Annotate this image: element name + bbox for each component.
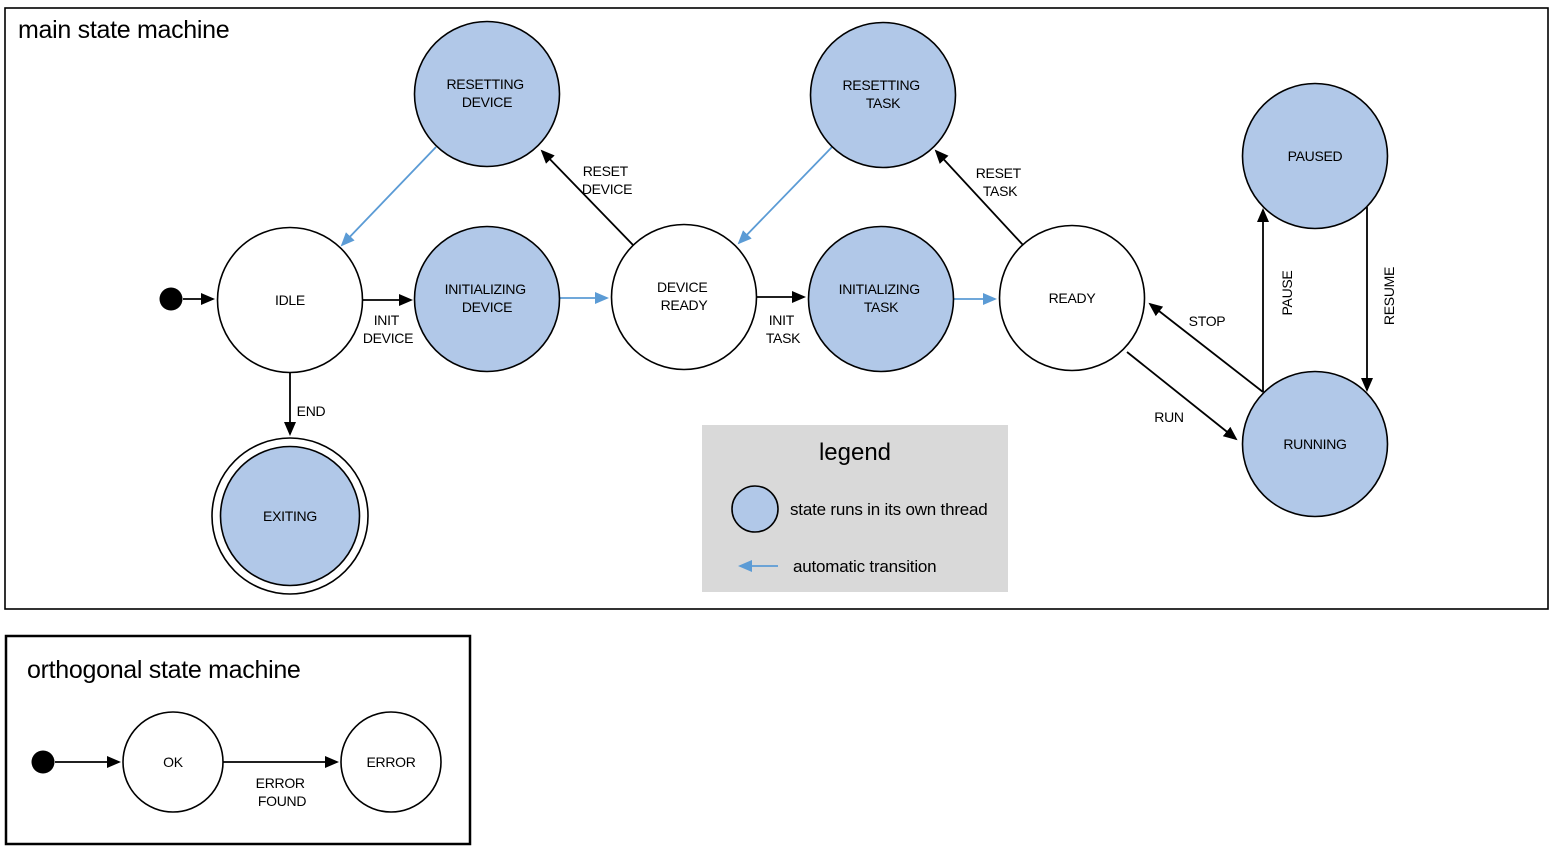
state-initializing-device-label: INITIALIZING DEVICE: [445, 281, 530, 315]
transition-reset-device-arrow: [540, 149, 635, 247]
state-resetting-device: RESETTING DEVICE: [413, 20, 561, 168]
state-exiting: EXITING: [211, 437, 369, 595]
state-error-label: ERROR: [366, 754, 415, 770]
state-running-label: RUNNING: [1283, 436, 1346, 452]
legend-title: legend: [819, 439, 891, 466]
orthogonal-state-machine-panel: orthogonal state machine ERROR FOUND OK …: [4, 634, 472, 846]
transition-run-arrow: [1126, 351, 1238, 441]
legend-threaded-state-label: state runs in its own thread: [790, 500, 988, 519]
auto-transition-resetting-task-to-device-ready: [737, 146, 833, 245]
state-ok-label: OK: [163, 754, 184, 770]
orthogonal-initial-state-dot: [31, 750, 55, 774]
state-exiting-circle: [219, 445, 361, 587]
transition-stop-arrow: [1148, 302, 1264, 393]
transition-reset-device-label: RESET DEVICE: [582, 163, 632, 197]
state-ok: OK: [122, 711, 224, 813]
auto-transition-resetting-device-to-idle: [340, 146, 437, 247]
state-error-circle: [340, 711, 442, 813]
transition-stop-label: STOP: [1189, 313, 1226, 329]
transition-error-found-label: ERROR FOUND: [256, 775, 309, 809]
orthogonal-panel-border: [4, 634, 472, 846]
main-state-machine-panel: main state machine INIT DEVICE END RESET…: [4, 7, 1549, 610]
transition-run-label: RUN: [1154, 409, 1183, 425]
legend: legend state runs in its own thread auto…: [702, 425, 1008, 592]
state-resetting-task: RESETTING TASK: [809, 21, 957, 169]
state-error: ERROR: [340, 711, 442, 813]
state-resetting-task-label: RESETTING TASK: [842, 77, 923, 111]
transition-init-task-label: INIT TASK: [766, 312, 801, 346]
state-paused-label: PAUSED: [1288, 148, 1343, 164]
legend-auto-transition-label: automatic transition: [793, 557, 936, 576]
main-panel-title: main state machine: [18, 16, 229, 44]
state-ready-label: READY: [1049, 290, 1097, 306]
main-panel-border: [4, 7, 1549, 610]
state-resetting-task-circle: [809, 21, 957, 169]
state-device-ready-label: DEVICE READY: [657, 279, 711, 313]
state-initializing-task-label: INITIALIZING TASK: [839, 281, 924, 315]
initial-state-dot: [159, 287, 183, 311]
state-paused: PAUSED: [1241, 82, 1389, 230]
state-running-circle: [1241, 370, 1389, 518]
state-resetting-device-label: RESETTING DEVICE: [446, 76, 527, 110]
state-resetting-device-circle: [413, 20, 561, 168]
state-exiting-label: EXITING: [263, 508, 317, 524]
state-running: RUNNING: [1241, 370, 1389, 518]
state-ready: READY: [998, 224, 1146, 372]
legend-threaded-state-icon: [731, 485, 779, 533]
transition-pause-label: PAUSE: [1279, 271, 1295, 316]
state-ready-circle: [998, 224, 1146, 372]
transition-reset-task-label: RESET TASK: [976, 165, 1025, 199]
state-idle-label: IDLE: [275, 292, 305, 308]
state-idle-circle: [216, 226, 364, 374]
state-initializing-device: INITIALIZING DEVICE: [413, 225, 561, 373]
orthogonal-panel-title: orthogonal state machine: [27, 656, 301, 684]
transition-end-label: END: [297, 403, 326, 419]
transition-reset-task-arrow: [934, 149, 1024, 246]
state-initializing-task: INITIALIZING TASK: [807, 225, 955, 373]
state-idle: IDLE: [216, 226, 364, 374]
state-device-ready: DEVICE READY: [610, 223, 758, 371]
transition-resume-label: RESUME: [1381, 267, 1397, 325]
state-device-ready-circle: [610, 223, 758, 371]
state-ok-circle: [122, 711, 224, 813]
state-initializing-device-circle: [413, 225, 561, 373]
state-initializing-task-circle: [807, 225, 955, 373]
state-paused-circle: [1241, 82, 1389, 230]
transition-init-device-label: INIT DEVICE: [363, 312, 413, 346]
